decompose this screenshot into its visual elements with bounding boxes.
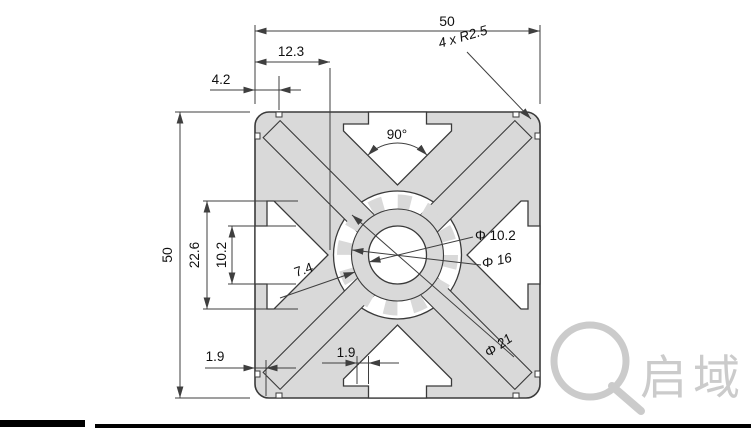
t-slot-bottom — [342, 324, 453, 399]
dim-corner-groove: 4.2 — [210, 72, 301, 110]
corner-groove-notch — [275, 392, 283, 399]
dim-bore-diameter: Φ 10.2 — [368, 228, 516, 263]
dim-label-corner-groove: 4.2 — [212, 72, 231, 87]
watermark: 启域 — [550, 321, 746, 415]
corner-groove-notch — [254, 370, 261, 378]
dim-cavity-height: 22.6 — [187, 200, 298, 310]
watermark-q-logo-ring — [550, 321, 630, 401]
dim-label-top-width: 50 — [439, 13, 455, 29]
corner-groove-notch — [254, 132, 261, 140]
corner-groove-notch — [512, 111, 520, 118]
dim-label-slot-offset: 12.3 — [278, 44, 304, 59]
bottom-rule-left — [0, 420, 85, 427]
dim-label-web-thickness: 7.4 — [292, 259, 315, 279]
hub-spline-teeth — [337, 194, 458, 316]
watermark-q-logo-tail — [608, 382, 645, 415]
corner-groove-notch — [534, 132, 541, 140]
dim-corner-radius: 4 x R2.5 — [437, 22, 532, 120]
corner-groove-notch — [512, 392, 520, 399]
dim-label-left-height: 50 — [159, 247, 175, 263]
dim-label-slot-opening: 10.2 — [214, 242, 229, 268]
dim-label-slot-angle: 90° — [387, 127, 407, 142]
dim-label-cavity-height: 22.6 — [187, 242, 202, 268]
dim-label-bottom-left-wall: 1.9 — [206, 349, 225, 364]
dim-hub-diameter: Φ 16 — [351, 247, 514, 271]
dim-bottom-slot-lip: 1.9 — [322, 345, 399, 384]
dim-slot-opening: 10.2 — [214, 225, 296, 285]
watermark-brand-text: 启域 — [640, 351, 746, 404]
dim-slot-offset: 12.3 — [255, 44, 331, 250]
dim-label-bottom-slot-lip: 1.9 — [337, 345, 356, 360]
dim-web-thickness: 7.4 — [279, 259, 356, 299]
t-slot-right — [466, 200, 541, 310]
dim-label-bore-diameter: Φ 10.2 — [475, 228, 516, 243]
dim-overall-height: 50 — [159, 111, 250, 399]
dim-bottom-left-wall: 1.9 — [205, 349, 296, 396]
corner-groove-notch — [275, 111, 283, 118]
corner-groove-notch — [534, 370, 541, 378]
dim-label-hub-diameter: Φ 16 — [481, 250, 514, 271]
bottom-rule-right — [95, 424, 751, 428]
dim-slot-angle: 90° — [367, 127, 428, 156]
